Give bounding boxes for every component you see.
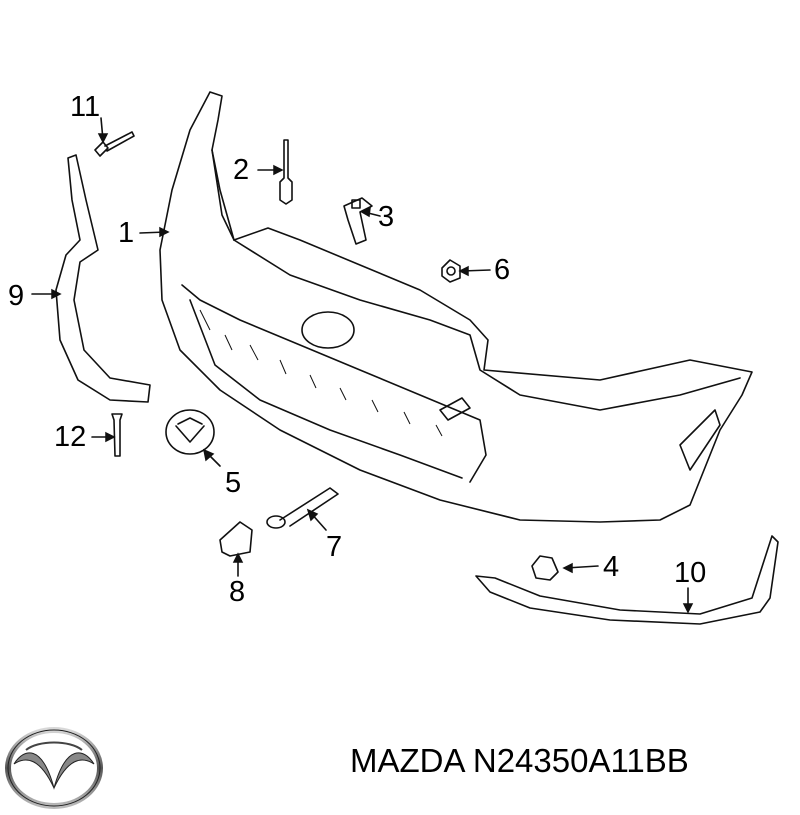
emblem-part-5 [165, 409, 215, 455]
lip-spoiler-part-10 [475, 535, 779, 625]
mazda-logo-icon [4, 726, 104, 815]
callout-4: 4 [603, 551, 620, 583]
bolt-part-11 [94, 131, 135, 157]
callout-6: 6 [494, 254, 511, 286]
callout-8: 8 [229, 576, 246, 608]
clip-part-3 [343, 197, 373, 245]
callout-2: 2 [233, 154, 250, 186]
stud-part-2 [279, 139, 293, 205]
part-caption: MAZDA N24350A11BB [350, 742, 689, 780]
callout-12: 12 [54, 421, 87, 453]
callout-11: 11 [70, 91, 101, 123]
leader-lines [31, 117, 694, 614]
bolt-part-12 [111, 413, 123, 457]
callout-3: 3 [378, 201, 395, 233]
brand-name: MAZDA [350, 742, 464, 779]
rod-part-7 [266, 487, 339, 529]
clip-part-4 [531, 555, 559, 581]
parts-diagram [31, 91, 779, 625]
front-bumper-cover [159, 91, 753, 523]
callout-7: 7 [326, 531, 343, 563]
callout-10: 10 [674, 557, 707, 589]
cap-part-8 [219, 521, 253, 557]
callout-5: 5 [225, 467, 242, 499]
callout-1: 1 [118, 217, 135, 249]
part-number: N24350A11BB [472, 742, 689, 779]
side-bracket-part-9 [55, 154, 151, 403]
nut-part-6 [441, 259, 461, 283]
callout-9: 9 [8, 280, 25, 312]
